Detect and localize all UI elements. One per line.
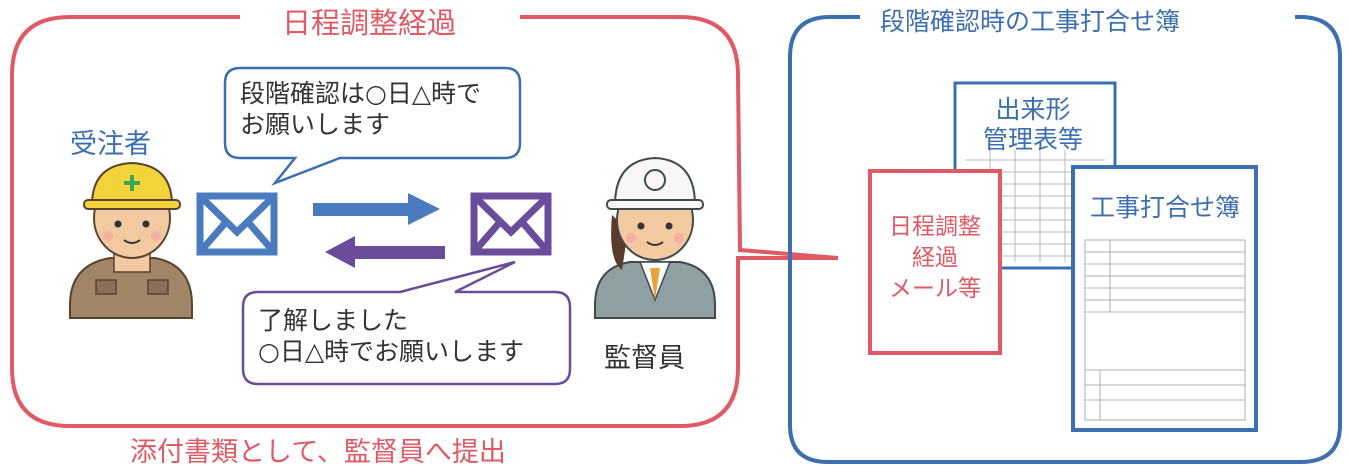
- doc-front: [1071, 165, 1258, 432]
- supervisor-label: 監督員: [604, 343, 685, 374]
- left-panel-title: 日程調整経過: [268, 0, 471, 42]
- bubble-bottom-text: 了解しました ○日△時でお願いします: [258, 306, 525, 367]
- right-panel-title: 段階確認時の工事打合せ簿: [866, 2, 1195, 38]
- contractor-label: 受注者: [70, 129, 151, 160]
- bubble-bottom-shape: [241, 260, 572, 386]
- doc-mail: [868, 169, 1002, 355]
- doc-back-title: 出来形 管理表等: [982, 95, 1083, 154]
- left-panel-frame: [10, 15, 839, 428]
- bubble-top-shape: [223, 66, 522, 186]
- arrow-left: [325, 236, 445, 268]
- doc-mail-label: 日程調整 経過 メール等: [889, 214, 981, 303]
- bubble-top-text: 段階確認は○日△時で お願いします: [240, 79, 482, 140]
- doc-front-title: 工事打合せ簿: [1089, 193, 1240, 222]
- envelope-purple-icon: [470, 192, 552, 256]
- right-panel-frame: [788, 15, 1342, 464]
- envelope-blue-icon: [196, 192, 278, 256]
- contractor-icon: [69, 161, 193, 319]
- arrow-right: [313, 193, 440, 225]
- supervisor-icon: [594, 156, 716, 319]
- footer-note: 添付書類として、監督員へ提出: [130, 437, 506, 468]
